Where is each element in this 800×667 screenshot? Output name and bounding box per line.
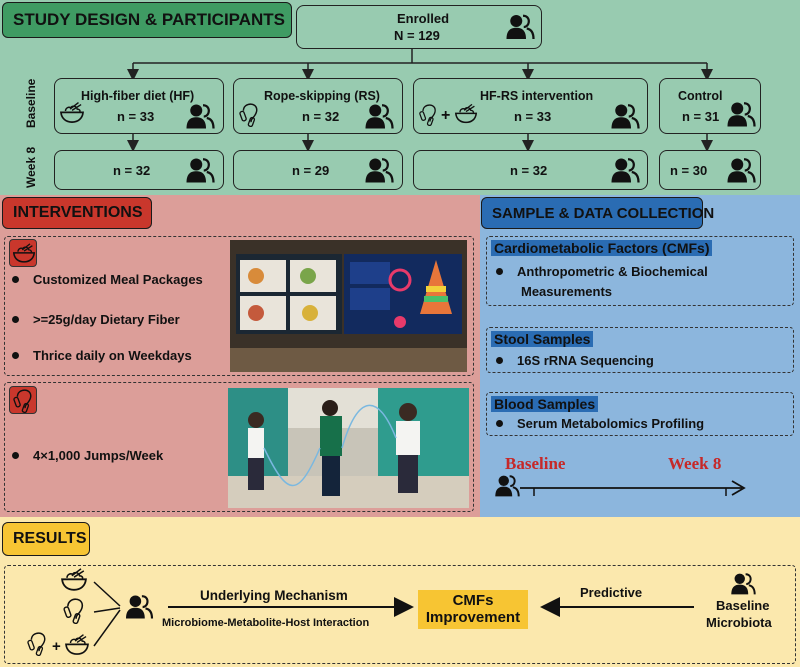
results-arrows: [93, 581, 694, 647]
timeline-arrow: [520, 480, 746, 496]
meal-display-photo: [230, 240, 467, 372]
enrolled-label: Enrolled: [397, 11, 450, 26]
predictive-label: Predictive: [580, 585, 643, 600]
person-icon: [185, 157, 215, 184]
meal-screens-illustration: [230, 240, 467, 372]
baseline-microbiota-line1: Baseline: [716, 598, 770, 613]
diet-item: >=25g/day Dietary Fiber: [12, 312, 180, 327]
jump-rope-icon: [238, 103, 262, 127]
person-icon: [494, 474, 520, 498]
group-box-hfrs-baseline: HF-RS intervention n = 33 +: [413, 78, 648, 134]
results-title: RESULTS: [2, 522, 90, 556]
diet-item-text: Customized Meal Packages: [33, 272, 203, 287]
bowl-icon: [12, 243, 36, 264]
group-count: n = 31: [682, 109, 720, 124]
results-box: [4, 565, 796, 664]
group-count: n = 30: [670, 163, 708, 178]
stool-item-text: 16S rRNA Sequencing: [517, 353, 654, 368]
rope-skipping-photo: [228, 388, 469, 508]
diet-item-text: Thrice daily on Weekdays: [33, 348, 192, 363]
diet-intervention-box: [4, 236, 474, 376]
stool-item: 16S rRNA Sequencing: [496, 353, 654, 368]
cmf-title: Cardiometabolic Factors (CMFs): [491, 240, 713, 256]
group-label: HF-RS intervention: [480, 89, 594, 103]
plus-sign: +: [441, 107, 451, 124]
flow-connectors: [127, 49, 713, 152]
blood-item-text: Serum Metabolomics Profiling: [517, 416, 705, 431]
group-box-hf-baseline: High-fiber diet (HF) n = 33: [54, 78, 224, 134]
person-icon: [726, 157, 756, 184]
cmf-box: [486, 236, 794, 306]
group-count: n = 32: [302, 109, 340, 124]
mechanism-label: Underlying Mechanism: [200, 588, 348, 603]
group-count: n = 32: [113, 163, 151, 178]
group-label: Control: [678, 89, 723, 103]
group-count: n = 29: [292, 163, 330, 178]
results-panel: [0, 517, 800, 667]
cmf-item: Anthropometric & Biochemical: [496, 264, 708, 279]
baseline-microbiota-line2: Microbiota: [706, 615, 772, 630]
person-icon: [730, 572, 756, 596]
group-label: High-fiber diet (HF): [81, 89, 195, 103]
exercise-item: 4×1,000 Jumps/Week: [12, 448, 163, 463]
enrolled-count: N = 129: [394, 28, 440, 43]
cmf-improvement-line2: Improvement: [425, 609, 521, 627]
exercise-intervention-box: [4, 382, 474, 512]
diet-icon-box: [9, 239, 37, 267]
person-icon: [124, 594, 154, 620]
jump-rope-icon: [12, 389, 36, 413]
blood-title: Blood Samples: [491, 396, 599, 412]
group-box-hfrs-week8: n = 32: [413, 150, 648, 190]
group-box-rs-week8: n = 29: [233, 150, 403, 190]
cmf-improvement-badge: CMFs Improvement: [418, 590, 528, 629]
group-box-control-baseline: Control n = 31: [659, 78, 761, 134]
diet-item-text: >=25g/day Dietary Fiber: [33, 312, 180, 327]
cmf-item-text: Anthropometric & Biochemical: [517, 264, 708, 279]
blood-box: [486, 392, 794, 436]
group-label: Rope-skipping (RS): [264, 89, 380, 103]
study-design-title: STUDY DESIGN & PARTICIPANTS: [2, 2, 292, 38]
group-box-hf-week8: n = 32: [54, 150, 224, 190]
group-count: n = 33: [514, 109, 552, 124]
person-icon: [364, 157, 394, 184]
group-box-control-week8: n = 30: [659, 150, 761, 190]
timeline-week8-label: Week 8: [668, 454, 722, 473]
person-icon: [364, 103, 394, 130]
person-icon: [610, 103, 640, 130]
person-icon: [610, 157, 640, 184]
stool-box: [486, 327, 794, 373]
interventions-title: INTERVENTIONS: [2, 197, 152, 229]
enrolled-box: Enrolled N = 129: [296, 5, 542, 49]
group-count: n = 33: [117, 109, 155, 124]
person-icon: [505, 13, 535, 41]
group-count: n = 32: [510, 163, 548, 178]
rope-skipping-illustration: [228, 388, 469, 508]
interaction-label: Microbiome-Metabolite-Host Interaction: [162, 617, 370, 629]
stool-title: Stool Samples: [491, 331, 594, 347]
blood-item: Serum Metabolomics Profiling: [496, 416, 704, 431]
exercise-item-text: 4×1,000 Jumps/Week: [33, 448, 164, 463]
plus-sign: +: [52, 638, 61, 655]
baseline-row-label: Baseline: [24, 78, 38, 128]
diet-item: Thrice daily on Weekdays: [12, 348, 192, 363]
timeline-baseline-label: Baseline: [505, 454, 566, 473]
bowl-icon: [59, 101, 85, 125]
bowl-icon: [454, 103, 478, 125]
exercise-icon-box: [9, 386, 37, 414]
jump-rope-icon: [418, 104, 440, 126]
sample-collection-title: SAMPLE & DATA COLLECTION: [481, 197, 714, 229]
group-box-rs-baseline: Rope-skipping (RS) n = 32: [233, 78, 403, 134]
week8-row-label: Week 8: [24, 146, 38, 188]
cmf-item-text-cont: Measurements: [521, 284, 613, 299]
person-icon: [185, 103, 215, 130]
cmf-improvement-line1: CMFs: [452, 592, 494, 609]
person-icon: [726, 101, 756, 128]
diet-item: Customized Meal Packages: [12, 272, 203, 287]
